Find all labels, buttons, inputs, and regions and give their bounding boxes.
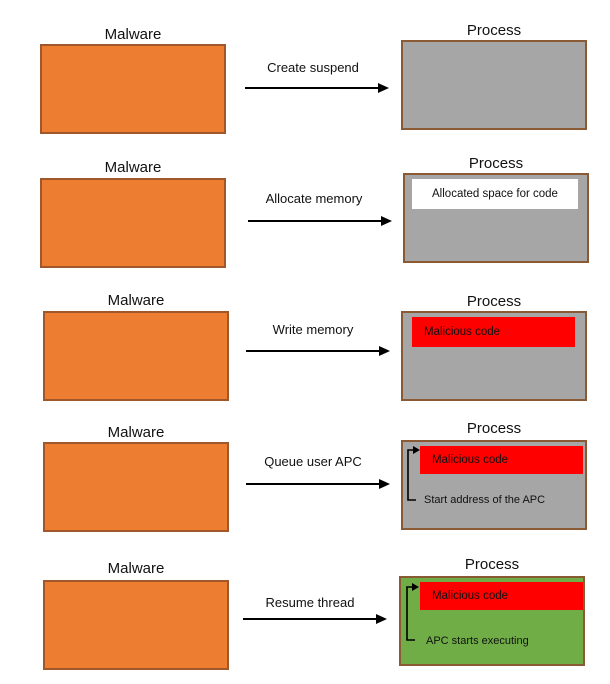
process-box xyxy=(401,40,587,130)
process-title: Process xyxy=(464,556,520,573)
arrow-icon xyxy=(246,346,390,356)
operation-label: Write memory xyxy=(272,322,354,337)
arrow-icon xyxy=(248,216,392,226)
malicious-code-block: Malicious code xyxy=(412,317,575,347)
malware-title: Malware xyxy=(107,424,165,441)
process-title: Process xyxy=(466,22,522,39)
arrow-icon xyxy=(246,479,390,489)
process-title: Process xyxy=(466,420,522,437)
operation-label: Allocate memory xyxy=(265,191,363,206)
operation-label: Queue user APC xyxy=(264,454,362,469)
arrow-icon xyxy=(243,614,387,624)
pointer-label: APC starts executing xyxy=(426,635,529,647)
malware-box xyxy=(43,442,229,532)
malicious-code-block: Malicious code xyxy=(420,582,583,610)
arrow-icon xyxy=(245,83,389,93)
process-title: Process xyxy=(466,293,522,310)
allocated-space-block: Allocated space for code xyxy=(412,179,578,209)
malicious-code-block: Malicious code xyxy=(420,446,583,474)
pointer-label: Start address of the APC xyxy=(424,494,546,506)
malware-box xyxy=(43,311,229,401)
operation-label: Create suspend xyxy=(267,60,359,75)
malware-box xyxy=(40,44,226,134)
process-title: Process xyxy=(468,155,524,172)
malware-box xyxy=(43,580,229,670)
malware-title: Malware xyxy=(107,292,165,309)
malware-title: Malware xyxy=(104,26,162,43)
pointer-arrow-icon xyxy=(406,583,419,641)
pointer-arrow-icon xyxy=(407,446,420,501)
malware-title: Malware xyxy=(107,560,165,577)
malware-box xyxy=(40,178,226,268)
malware-title: Malware xyxy=(104,159,162,176)
operation-label: Resume thread xyxy=(265,595,355,610)
